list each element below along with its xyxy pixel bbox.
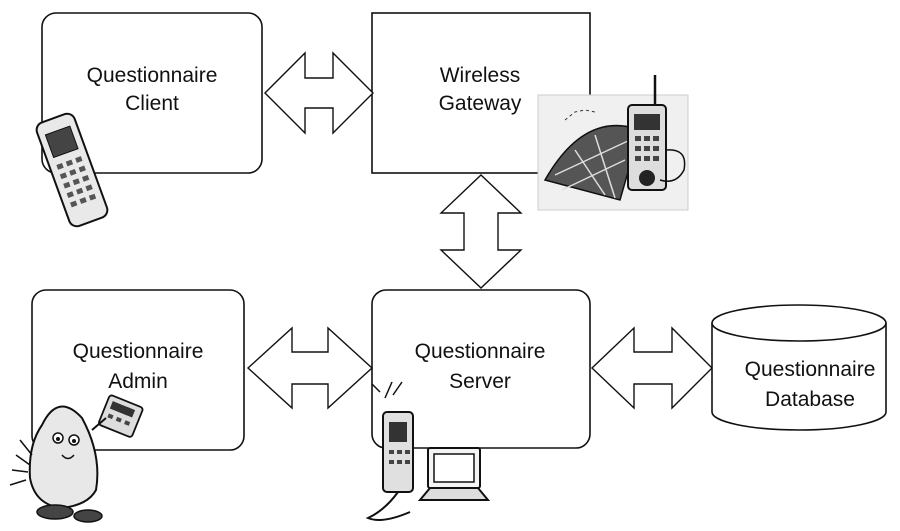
gateway-label-line2: Gateway xyxy=(439,92,522,115)
cartoon-character-icon xyxy=(9,394,144,523)
client-label-line2: Client xyxy=(125,92,179,115)
admin-server-arrow xyxy=(246,326,374,410)
client-gateway-arrow xyxy=(264,51,374,135)
server-database-arrow xyxy=(590,326,713,410)
phone-and-laptop-icon xyxy=(365,381,491,521)
server-label-line1: Questionnaire xyxy=(415,340,546,363)
questionnaire-admin-node: Questionnaire Admin xyxy=(31,289,245,451)
mobile-phone-icon xyxy=(35,112,109,228)
questionnaire-client-node: Questionnaire Client xyxy=(41,12,263,174)
server-label-line2: Server xyxy=(449,370,511,393)
admin-label-line2: Admin xyxy=(108,370,168,393)
questionnaire-server-node: Questionnaire Server xyxy=(371,289,591,449)
gateway-label-line1: Wireless xyxy=(440,64,521,87)
questionnaire-database-node: Questionnaire Database xyxy=(711,304,887,431)
database-label-line1: Questionnaire xyxy=(745,358,876,381)
admin-label-line1: Questionnaire xyxy=(73,340,204,363)
gateway-server-arrow xyxy=(439,174,523,289)
database-label-line2: Database xyxy=(765,388,855,411)
satellite-phone-icon xyxy=(537,75,689,211)
client-label-line1: Questionnaire xyxy=(87,64,218,87)
